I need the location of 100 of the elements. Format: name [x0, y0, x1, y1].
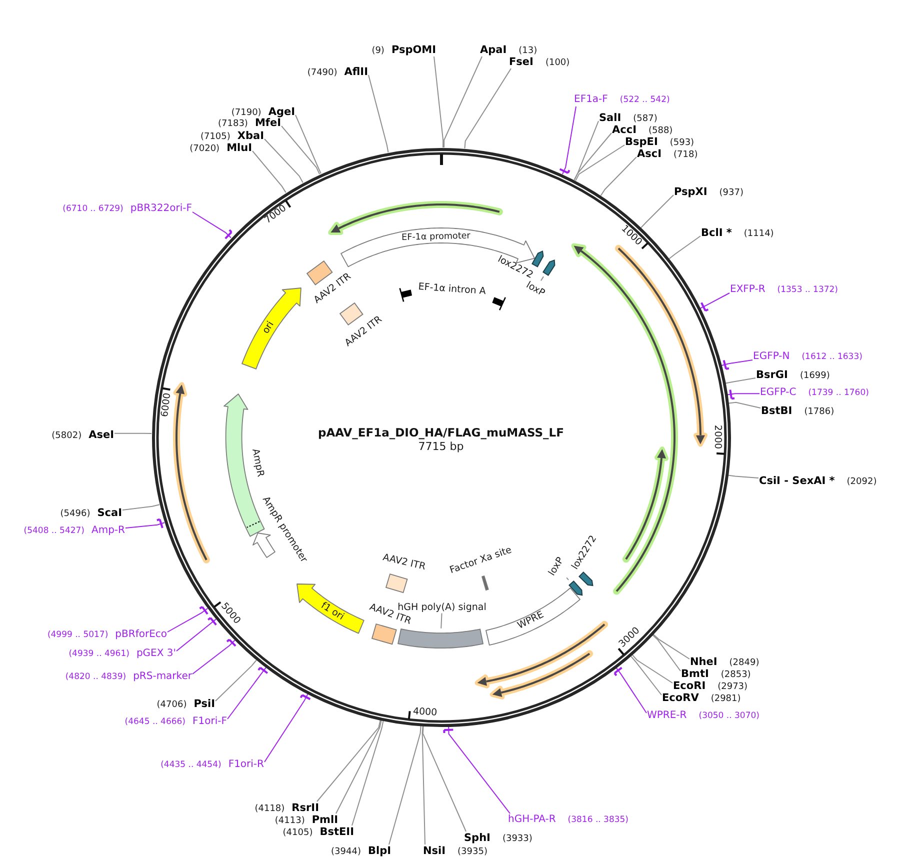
- enzyme-name: PsiI: [194, 698, 215, 710]
- cut-position: (3933): [502, 833, 532, 845]
- leader-line: [464, 68, 512, 149]
- leader-line: [422, 725, 466, 832]
- feature-label: hGH poly(A) signal: [398, 602, 486, 614]
- scale-label: 2000: [712, 424, 722, 450]
- cut-position: (1699): [800, 370, 830, 382]
- leader-line: [227, 666, 268, 720]
- leader-line: [281, 126, 320, 175]
- cut-position: (7490): [307, 67, 338, 79]
- primer-range: (1612 .. 1633): [802, 351, 862, 363]
- leader-line: [726, 388, 760, 400]
- leader-line: [700, 292, 730, 312]
- primer-name: pRS-marker: [133, 671, 192, 683]
- leader-line: [388, 725, 422, 845]
- scale-label: 6000: [160, 392, 174, 418]
- primer-name: pBRforEco: [115, 629, 167, 641]
- cut-position: (2853): [720, 669, 751, 681]
- enzyme-name: NheI: [690, 656, 718, 668]
- cut-position: (7020): [190, 143, 220, 155]
- leader-line: [614, 666, 647, 714]
- primer-name: pGEX 3': [136, 648, 176, 660]
- enzyme-name: BclI *: [701, 227, 732, 239]
- feature-label: AmpR: [249, 448, 265, 478]
- leader-line: [264, 694, 312, 762]
- feature-band: [252, 532, 276, 558]
- cut-position: (937): [719, 187, 744, 199]
- primer-range: (522 .. 542): [620, 94, 670, 106]
- enzyme-name: BmtI: [681, 668, 709, 680]
- enzyme-name: CsiI - SexAI *: [759, 475, 835, 487]
- cut-position: (1786): [804, 406, 834, 418]
- enzyme-name: EcoRI: [673, 680, 706, 692]
- leader-line: [632, 654, 673, 684]
- primer-range: (1739 .. 1760): [808, 387, 869, 399]
- leader-line: [640, 194, 674, 228]
- primer-name: F1ori-F: [192, 716, 227, 728]
- enzyme-name: AccI: [612, 124, 636, 136]
- enzyme-name: BspEI: [625, 136, 658, 148]
- cut-position: (3935): [458, 846, 488, 858]
- enzyme-name: MfeI: [254, 117, 281, 129]
- cut-position: (4105): [282, 827, 313, 839]
- cut-position: (2849): [729, 657, 760, 669]
- primer-name: EGFP-N: [753, 351, 790, 363]
- primer-name: WPRE-R: [647, 710, 687, 722]
- primer-range: (4645 .. 4666): [124, 716, 186, 728]
- feature-name: ori: [261, 320, 276, 336]
- cut-position: (5802): [52, 430, 82, 442]
- feature-label: Factor Xa site: [448, 546, 514, 576]
- feature-name: f1 ori: [318, 600, 346, 623]
- leader-line: [652, 634, 681, 672]
- primer-range: (3816 .. 3835): [568, 814, 629, 826]
- leader-line: [724, 378, 756, 384]
- leader-line: [575, 144, 625, 182]
- enzyme-name: EcoRV: [662, 692, 699, 704]
- enzyme-name: BsrGI: [756, 369, 788, 381]
- leader-line: [422, 725, 426, 845]
- leader-line: [176, 616, 218, 652]
- lox-site-marker: [568, 580, 584, 596]
- cut-position: (7183): [218, 118, 248, 130]
- enzyme-name: SalI: [599, 112, 622, 124]
- leader-line: [215, 660, 257, 702]
- feature-label: loxP: [524, 280, 546, 300]
- leader-line: [167, 606, 209, 632]
- cut-position: (9): [372, 45, 384, 57]
- lox-site-marker: [578, 570, 594, 587]
- enzyme-name: NsiI: [423, 845, 446, 857]
- leader-line: [721, 359, 753, 370]
- primer-name: EGFP-C: [760, 387, 796, 399]
- leader-line: [125, 518, 165, 529]
- primer-name: EXFP-R: [730, 284, 766, 296]
- leader-line: [728, 402, 761, 408]
- leader-line: [192, 212, 233, 240]
- cut-position: (588): [648, 125, 673, 137]
- enzyme-name: ApaI: [480, 44, 507, 56]
- enzyme-name: SphI: [464, 832, 490, 844]
- primer-name: EF1a-F: [574, 94, 608, 106]
- leader-line: [440, 612, 442, 629]
- leader-line: [443, 726, 510, 814]
- primer-range: (5408 .. 5427): [24, 525, 84, 537]
- primer-range: (4435 .. 4454): [160, 759, 222, 771]
- primer-range: (4939 .. 4961): [68, 648, 130, 660]
- lox-site-marker: [542, 259, 556, 277]
- cut-position: (4706): [156, 699, 187, 711]
- leader-line: [252, 150, 286, 194]
- enzyme-name: AgeI: [268, 106, 295, 118]
- cut-position: (5496): [60, 508, 90, 520]
- primer-range: (1353 .. 1372): [777, 284, 838, 296]
- enzyme-name: ScaI: [97, 507, 122, 519]
- cut-position: (593): [670, 137, 694, 149]
- leader-line: [114, 432, 152, 434]
- cut-position: (587): [633, 113, 658, 125]
- leader-line: [352, 720, 384, 826]
- primer-range: (4820 .. 4839): [65, 671, 126, 683]
- leader-line: [566, 577, 570, 580]
- leader-line: [122, 504, 160, 510]
- primer-name: pBR322ori-F: [130, 203, 192, 215]
- primer-range: (3050 .. 3070): [698, 710, 760, 722]
- leader-line: [630, 655, 662, 696]
- enzyme-name: AscI: [637, 148, 662, 160]
- enzyme-name: XbaI: [237, 130, 264, 142]
